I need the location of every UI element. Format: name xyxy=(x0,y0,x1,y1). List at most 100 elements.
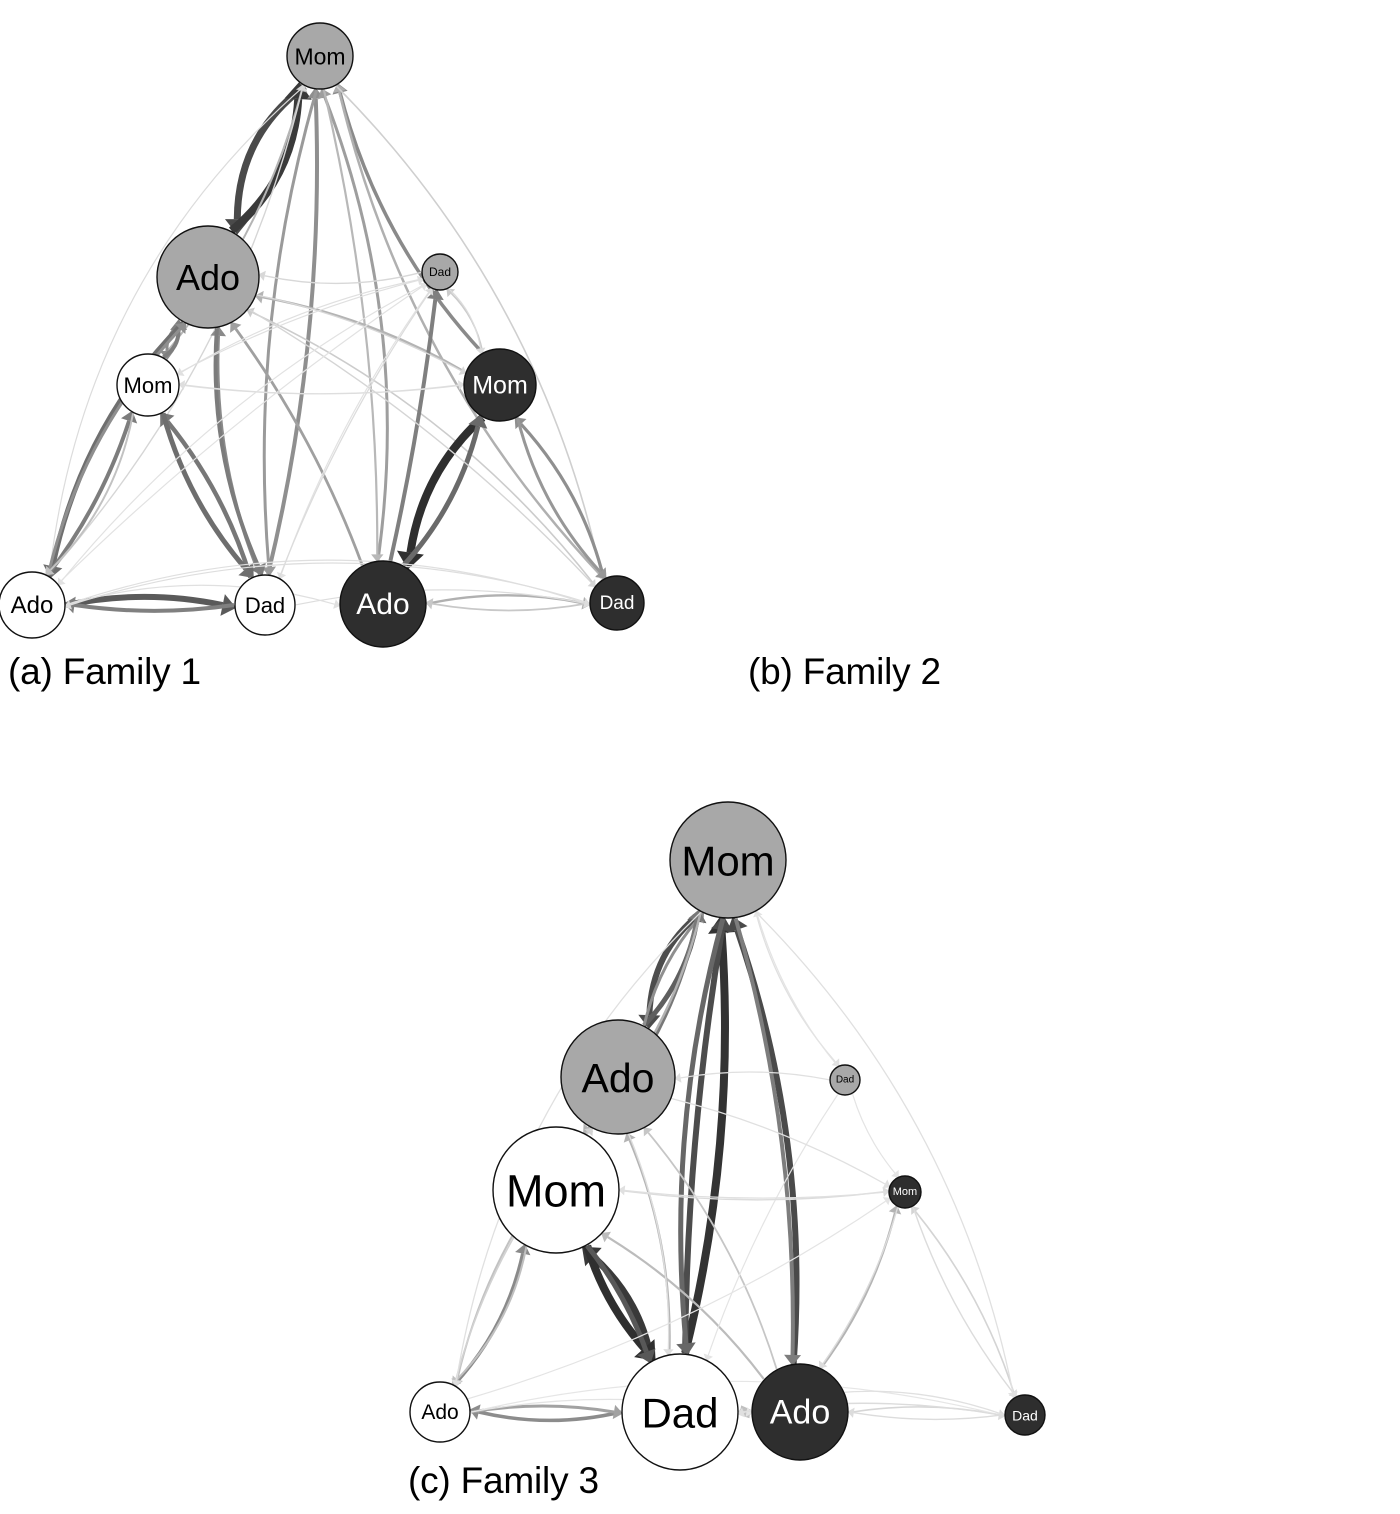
edge-arrowhead xyxy=(643,1127,653,1137)
edge xyxy=(388,298,438,562)
edge xyxy=(295,589,585,606)
node-circle xyxy=(286,22,354,90)
node-circle xyxy=(234,574,296,636)
edge-arrowhead xyxy=(737,1407,746,1418)
edge xyxy=(681,932,729,1355)
graph-node-c-dad-gray[interactable]: Dad xyxy=(829,1064,861,1096)
edge xyxy=(585,1244,649,1353)
edge-arrowhead xyxy=(333,599,341,609)
edge-arrowhead xyxy=(847,1407,855,1418)
graph-node-c-ado-white[interactable]: Ado xyxy=(409,1381,471,1443)
caption-family-3: (c) Family 3 xyxy=(408,1460,599,1501)
graph-node-a-ado-gray[interactable]: Ado xyxy=(156,225,260,329)
edge-layer xyxy=(451,909,1018,1423)
edge-arrowhead xyxy=(882,1197,891,1206)
edge xyxy=(470,1380,1000,1416)
node-circle xyxy=(421,253,459,291)
node-circle xyxy=(409,1381,471,1443)
network-graph-family-2: MomDadAdoMomAdoDadMomAdoDad xyxy=(700,0,1400,705)
edge-arrowhead xyxy=(745,1407,753,1417)
edge xyxy=(822,1207,899,1364)
node-circle xyxy=(339,560,427,648)
edge xyxy=(248,308,592,584)
edge xyxy=(266,98,320,575)
graph-node-c-dad-white[interactable]: Dad xyxy=(621,1353,739,1471)
edge xyxy=(478,1410,622,1423)
edge xyxy=(406,414,486,554)
edge xyxy=(432,602,590,612)
graph-node-a-mom-gray[interactable]: Mom xyxy=(286,22,354,90)
edge-arrowhead xyxy=(451,1379,462,1387)
edge-arrowhead xyxy=(425,598,434,610)
edge xyxy=(74,603,235,613)
edge xyxy=(213,328,261,567)
edge-arrowhead xyxy=(178,380,186,390)
graph-node-a-dad-white[interactable]: Dad xyxy=(234,574,296,636)
edge xyxy=(912,1206,1014,1393)
edge xyxy=(607,1236,765,1380)
node-circle xyxy=(1004,1394,1046,1436)
edge xyxy=(456,1246,528,1381)
edge xyxy=(467,1200,886,1400)
edge xyxy=(734,928,800,1364)
caption-family-1: (a) Family 1 xyxy=(8,651,201,692)
node-circle xyxy=(560,1019,676,1135)
edge-arrowhead xyxy=(601,1231,611,1243)
edge xyxy=(165,419,253,579)
edge-arrowhead xyxy=(371,554,384,563)
graph-node-c-ado-dark[interactable]: Ado xyxy=(751,1363,849,1461)
edge xyxy=(453,1253,525,1386)
edge xyxy=(234,328,364,566)
edge xyxy=(61,283,426,582)
panel-family-2: MomDadAdoMomAdoDadMomAdoDad xyxy=(700,0,1400,705)
node-circle xyxy=(0,571,66,639)
graph-node-a-dad-dark[interactable]: Dad xyxy=(589,575,645,631)
edge xyxy=(401,425,481,567)
edge xyxy=(184,384,464,395)
edge-arrowhead xyxy=(416,275,425,286)
edge-arrowhead xyxy=(45,565,55,576)
edge-arrowhead xyxy=(891,1169,899,1178)
graph-node-a-mom-white[interactable]: Mom xyxy=(116,353,180,417)
edge-arrowhead xyxy=(703,1353,713,1361)
graph-node-a-ado-white[interactable]: Ado xyxy=(0,571,66,639)
edge xyxy=(455,911,702,1381)
graph-node-c-ado-gray[interactable]: Ado xyxy=(560,1019,676,1135)
graph-node-c-mom-white[interactable]: Mom xyxy=(492,1126,620,1254)
node-circle xyxy=(829,1064,861,1096)
edge-arrowhead xyxy=(674,1072,682,1083)
edge-arrowhead xyxy=(475,347,486,355)
edge-arrowhead xyxy=(584,1127,593,1137)
graph-node-a-dad-gray[interactable]: Dad xyxy=(421,253,459,291)
edge-arrowhead xyxy=(583,598,591,609)
edge-arrowhead xyxy=(419,282,427,291)
edge xyxy=(278,292,430,578)
edge xyxy=(49,85,305,571)
edge xyxy=(426,594,584,605)
edge xyxy=(46,420,132,577)
graph-node-c-mom-dark[interactable]: Mom xyxy=(888,1175,922,1209)
edge-arrowhead xyxy=(238,562,254,579)
caption-family-2: (b) Family 2 xyxy=(748,651,941,692)
edge xyxy=(57,286,423,584)
edge-arrowhead xyxy=(612,1404,623,1420)
graph-node-c-dad-dark[interactable]: Dad xyxy=(1004,1394,1046,1436)
edge-arrowhead xyxy=(587,579,596,588)
edge xyxy=(624,1189,889,1199)
graph-node-a-ado-dark[interactable]: Ado xyxy=(339,560,427,648)
edge-arrowhead xyxy=(446,288,456,298)
node-circle xyxy=(669,801,787,919)
node-circle xyxy=(156,225,260,329)
edge xyxy=(181,278,423,373)
edge xyxy=(338,91,605,580)
edge-arrowhead xyxy=(637,1348,656,1364)
edge xyxy=(47,90,303,576)
edge xyxy=(70,562,590,606)
graph-node-c-mom-gray[interactable]: Mom xyxy=(669,801,787,919)
edge-layer xyxy=(43,82,607,616)
graph-node-a-mom-dark[interactable]: Mom xyxy=(463,348,537,422)
